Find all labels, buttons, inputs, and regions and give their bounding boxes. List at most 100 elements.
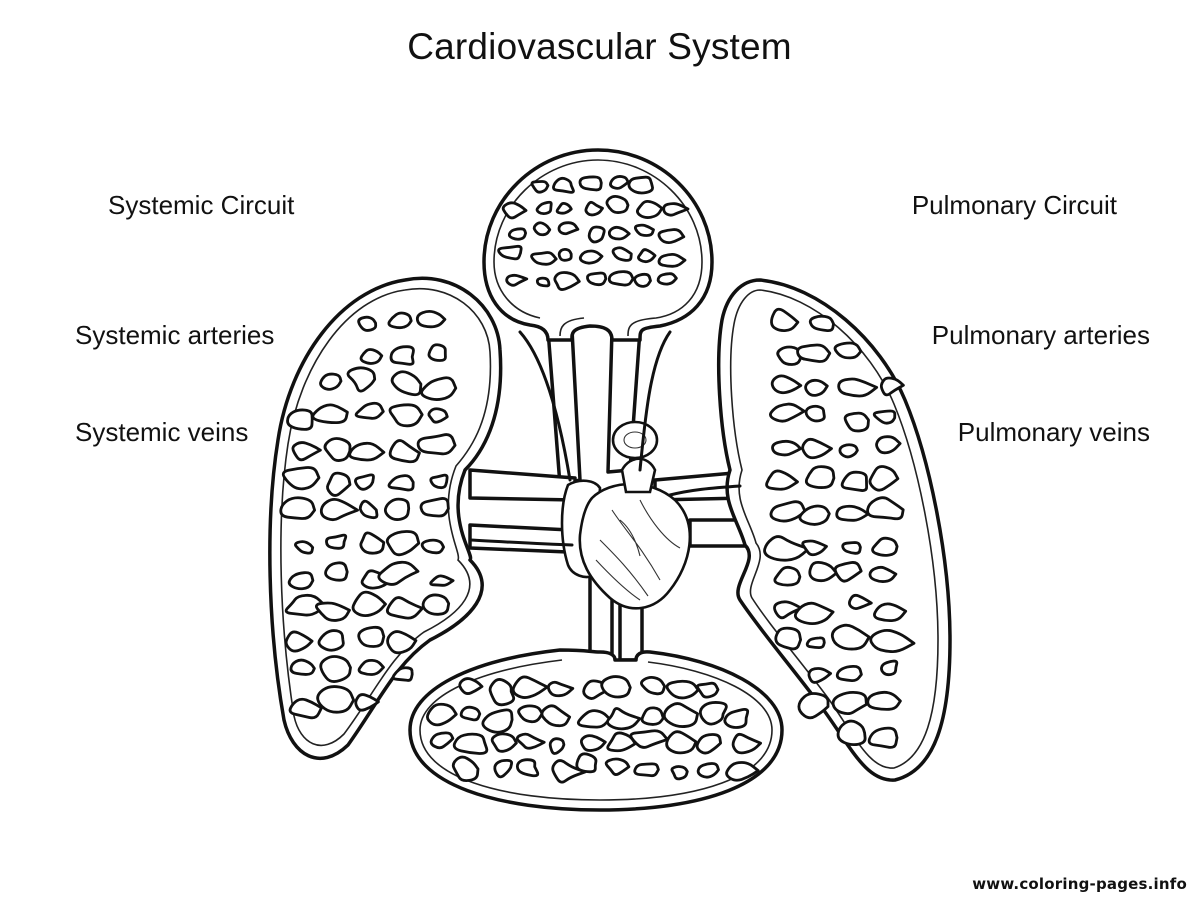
- capillary-island: [833, 561, 863, 583]
- capillary-island: [359, 531, 386, 555]
- heart-icon: [560, 420, 692, 610]
- capillary-island: [359, 348, 384, 365]
- capillary-island: [288, 697, 323, 720]
- capillary-island: [391, 666, 414, 682]
- capillary-island: [451, 755, 480, 782]
- capillary-island: [808, 560, 838, 583]
- capillary-island: [325, 533, 348, 550]
- capillary-island: [429, 473, 449, 490]
- capillary-island: [311, 403, 349, 425]
- capillary-island: [316, 685, 355, 714]
- capillary-island: [607, 270, 635, 287]
- capillary-island: [358, 499, 379, 520]
- capillary-island: [557, 247, 573, 262]
- capillary-island: [315, 601, 351, 622]
- capillary-island: [427, 407, 449, 424]
- capillary-island: [323, 437, 352, 462]
- label-pulmonary-veins: Pulmonary veins: [957, 417, 1150, 447]
- capillary-island: [553, 271, 581, 291]
- capillary-island: [657, 228, 686, 245]
- capillary-island: [530, 180, 550, 194]
- capillary-island: [796, 343, 832, 363]
- capillary-island: [831, 690, 868, 716]
- capillary-island: [723, 708, 750, 729]
- capillary-island: [604, 757, 631, 776]
- capillary-island: [606, 731, 637, 753]
- watermark: www.coloring-pages.info: [972, 875, 1187, 893]
- capillary-island: [629, 729, 669, 749]
- capillary-island: [507, 227, 527, 241]
- capillary-island: [346, 366, 377, 393]
- capillary-island: [807, 667, 832, 684]
- capillary-island: [763, 535, 811, 562]
- capillary-island: [488, 678, 516, 707]
- capillary-island: [725, 761, 760, 782]
- capillary-island: [866, 690, 902, 711]
- capillary-island: [578, 249, 604, 265]
- capillary-island: [773, 600, 803, 620]
- capillary-island: [416, 433, 457, 456]
- capillary-island: [387, 311, 413, 330]
- capillary-island: [291, 441, 322, 462]
- capillary-island: [656, 272, 678, 286]
- capillary-island: [354, 401, 385, 420]
- capillary-island: [501, 201, 528, 220]
- label-systemic-veins: Systemic veins: [75, 417, 249, 447]
- capillary-island: [695, 733, 722, 755]
- capillary-island: [770, 374, 803, 395]
- capillary-island: [377, 560, 420, 586]
- capillary-island: [429, 731, 455, 750]
- capillary-island: [769, 402, 806, 423]
- capillary-island: [497, 244, 523, 261]
- capillary-island: [836, 719, 867, 747]
- capillary-island: [530, 251, 558, 266]
- capillary-island: [804, 465, 836, 489]
- capillary-island: [386, 630, 418, 655]
- capillary-island: [357, 625, 386, 648]
- capillary-island: [390, 370, 423, 397]
- capillary-island: [696, 681, 720, 699]
- capillary-island: [640, 675, 666, 696]
- capillary-island: [326, 471, 352, 497]
- capillary-island: [640, 706, 665, 726]
- capillary-island: [452, 732, 489, 755]
- capillary-island: [662, 202, 690, 217]
- capillary-island: [633, 762, 660, 778]
- capillary-island: [357, 315, 378, 332]
- capillary-island: [584, 200, 604, 217]
- capillary-island: [587, 225, 606, 244]
- capillary-island: [279, 496, 316, 520]
- capillary-island: [867, 726, 899, 749]
- diagram-title: Cardiovascular System: [407, 26, 792, 67]
- capillary-island: [281, 466, 321, 491]
- connecting-vessels: [468, 330, 742, 547]
- label-pulmonary-arteries: Pulmonary arteries: [931, 320, 1150, 350]
- capillary-island: [289, 658, 316, 676]
- label-pulmonary-circuit: Pulmonary Circuit: [911, 190, 1117, 220]
- capillary-island: [425, 702, 458, 727]
- capillary-island: [575, 752, 598, 774]
- label-systemic-circuit: Systemic Circuit: [108, 190, 295, 220]
- capillary-island: [354, 473, 375, 491]
- capillary-island: [657, 253, 687, 268]
- capillary-island: [540, 704, 572, 728]
- capillary-island: [797, 692, 830, 720]
- capillary-island: [415, 309, 447, 329]
- capillary-island: [835, 664, 863, 683]
- capillary-island: [843, 411, 870, 433]
- capillary-island: [848, 593, 873, 611]
- upper-capillary-bed: [482, 148, 714, 342]
- capillary-island: [421, 593, 451, 616]
- capillary-island: [579, 734, 607, 752]
- capillary-island: [871, 536, 899, 557]
- capillary-island: [774, 626, 802, 651]
- capillary-island: [387, 474, 415, 492]
- capillary-island: [557, 221, 580, 236]
- capillary-island: [606, 707, 642, 731]
- capillary-island: [490, 732, 518, 753]
- capillary-island: [351, 590, 387, 618]
- capillary-island: [607, 225, 631, 241]
- capillary-island: [427, 343, 447, 362]
- capillary-island: [611, 246, 633, 262]
- capillary-island: [880, 659, 899, 677]
